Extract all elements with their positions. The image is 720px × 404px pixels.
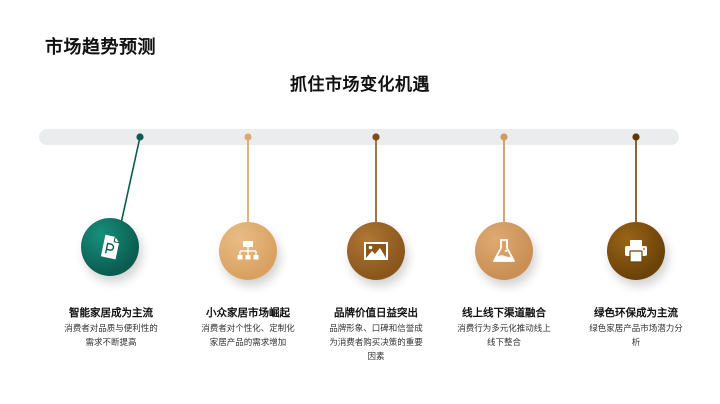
item-description: 消费者对个性化、定制化家居产品的需求增加 xyxy=(201,324,295,348)
image-icon xyxy=(364,242,388,260)
item-title: 绿色环保成为主流 xyxy=(594,307,678,319)
timeline-dot-1 xyxy=(136,133,144,141)
item-title: 小众家居市场崛起 xyxy=(206,307,290,319)
timeline-node-niche-market[interactable] xyxy=(219,222,277,280)
timeline-node-smart-home[interactable] xyxy=(81,218,139,276)
timeline-node-channel-fusion[interactable] xyxy=(475,222,533,280)
timeline-dot-4 xyxy=(500,133,508,141)
timeline-node-green-eco[interactable] xyxy=(607,222,665,280)
item-description: 消费者对品质与便利性的需求不断提高 xyxy=(64,324,158,348)
page-title: 市场趋势预测 xyxy=(45,37,156,58)
timeline-track xyxy=(39,129,679,145)
sitemap-icon xyxy=(237,241,259,260)
flask-icon xyxy=(493,239,515,262)
item-title: 线上线下渠道融合 xyxy=(462,307,546,319)
document-p-icon xyxy=(100,234,120,260)
item-description: 品牌形象、口碑和信誉成为消费者购买决策的重要因素 xyxy=(329,324,423,362)
timeline-dot-5 xyxy=(632,133,640,141)
timeline-node-brand-value[interactable] xyxy=(347,222,405,280)
item-title: 品牌价值日益突出 xyxy=(334,307,418,319)
item-description: 消费行为多元化推动线上线下整合 xyxy=(457,324,551,348)
timeline-dot-2 xyxy=(244,133,252,141)
item-title: 智能家居成为主流 xyxy=(69,307,153,319)
timeline-dot-3 xyxy=(372,133,380,141)
item-description: 绿色家居产品市场潜力分析 xyxy=(589,324,683,348)
printer-icon xyxy=(625,240,647,263)
page-subtitle: 抓住市场变化机遇 xyxy=(290,75,430,95)
